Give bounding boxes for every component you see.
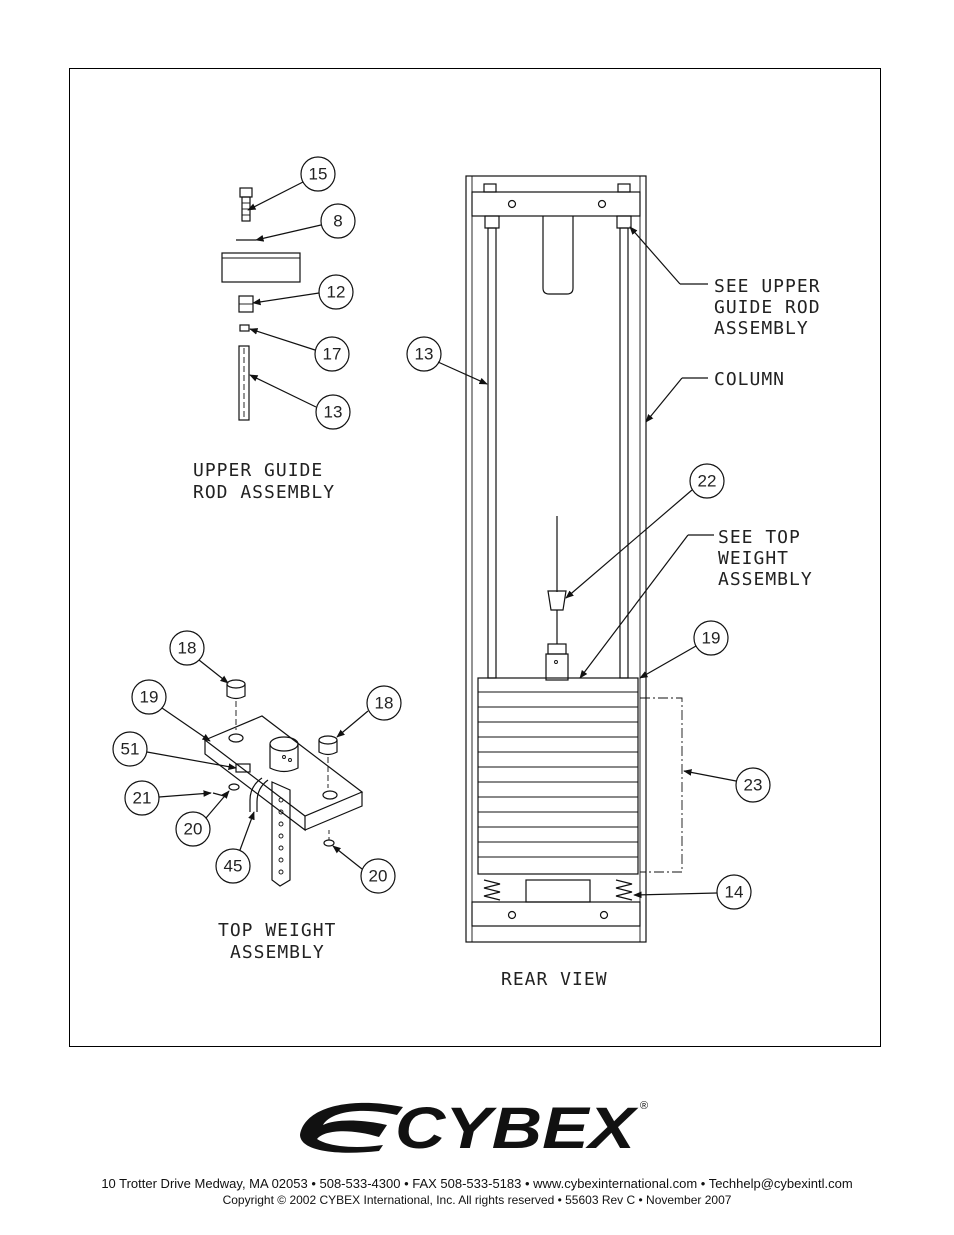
swoosh-mark — [300, 1102, 403, 1153]
label-see-top-line1: SEE TOP — [718, 527, 801, 548]
svg-text:19: 19 — [702, 629, 721, 648]
label-see-upper-line1: SEE UPPER — [714, 276, 821, 297]
upper-guide-title-line2: ROD ASSEMBLY — [193, 482, 335, 503]
svg-text:22: 22 — [698, 472, 717, 491]
svg-text:20: 20 — [369, 867, 388, 886]
svg-text:13: 13 — [324, 403, 343, 422]
footer-address: 10 Trotter Drive Medway, MA 02053 • 508-… — [101, 1176, 853, 1191]
top-weight-assembly-drawing — [203, 679, 364, 887]
callout-group-top-weight: 18 19 18 51 21 20 45 20 — [112, 630, 402, 894]
bushing-18-right — [318, 735, 338, 788]
label-see-upper-line3: ASSEMBLY — [714, 318, 809, 339]
svg-text:51: 51 — [121, 740, 140, 759]
svg-text:14: 14 — [725, 883, 744, 902]
label-see-upper-line2: GUIDE ROD — [714, 297, 821, 318]
top-weight-title-line2: ASSEMBLY — [230, 942, 325, 963]
label-see-top-line3: ASSEMBLY — [718, 569, 813, 590]
callout-17: 17 — [249, 328, 350, 372]
registered-mark: ® — [640, 1100, 648, 1112]
callout-13-rear: 13 — [406, 336, 488, 385]
footer-copyright: Copyright © 2002 CYBEX International, In… — [222, 1193, 732, 1207]
bushing-18-left — [226, 679, 246, 730]
upper-guide-title-line1: UPPER GUIDE — [193, 460, 323, 481]
svg-text:21: 21 — [133, 789, 152, 808]
cybex-logo: CYBEX ® — [300, 1096, 648, 1157]
upper-guide-rod-assembly-drawing — [221, 187, 301, 421]
svg-text:18: 18 — [375, 694, 394, 713]
callout-15: 15 — [247, 156, 336, 211]
callout-45: 45 — [215, 811, 255, 884]
logo-wordmark: CYBEX — [395, 1096, 639, 1157]
diagram-frame — [69, 68, 881, 1047]
callout-20-right: 20 — [332, 845, 396, 894]
label-see-top-line2: WEIGHT — [718, 548, 789, 569]
callout-19-rear: 19 — [639, 620, 729, 679]
rear-view-drawing — [465, 175, 683, 943]
callout-21: 21 — [124, 780, 212, 816]
callout-group-upper: 15 8 12 17 13 — [247, 156, 356, 430]
exploded-parts-diagram: 15 8 12 17 13 UPPER GUIDE ROD ASSEMBLY — [112, 156, 821, 990]
callout-18-left: 18 — [169, 630, 229, 684]
callout-14: 14 — [633, 874, 752, 910]
callout-12: 12 — [252, 274, 354, 310]
svg-text:15: 15 — [309, 165, 328, 184]
svg-text:13: 13 — [415, 345, 434, 364]
svg-text:19: 19 — [140, 688, 159, 707]
svg-text:20: 20 — [184, 820, 203, 839]
svg-text:23: 23 — [744, 776, 763, 795]
svg-text:18: 18 — [178, 639, 197, 658]
callout-23: 23 — [683, 767, 771, 803]
callout-8: 8 — [255, 203, 356, 242]
top-weight-title-line1: TOP WEIGHT — [218, 920, 336, 941]
callout-19-top: 19 — [131, 679, 211, 742]
label-column: COLUMN — [714, 369, 785, 390]
callout-13-upper: 13 — [249, 374, 351, 430]
callout-20-left: 20 — [175, 790, 230, 847]
svg-text:8: 8 — [333, 212, 342, 231]
callout-group-rear: 13 22 19 23 14 — [406, 336, 771, 910]
svg-text:12: 12 — [327, 283, 346, 302]
callout-18-right: 18 — [336, 685, 402, 738]
label-rear-view: REAR VIEW — [501, 969, 608, 990]
svg-text:45: 45 — [224, 857, 243, 876]
callout-51: 51 — [112, 731, 237, 770]
callout-22: 22 — [565, 463, 725, 599]
svg-text:17: 17 — [323, 345, 342, 364]
